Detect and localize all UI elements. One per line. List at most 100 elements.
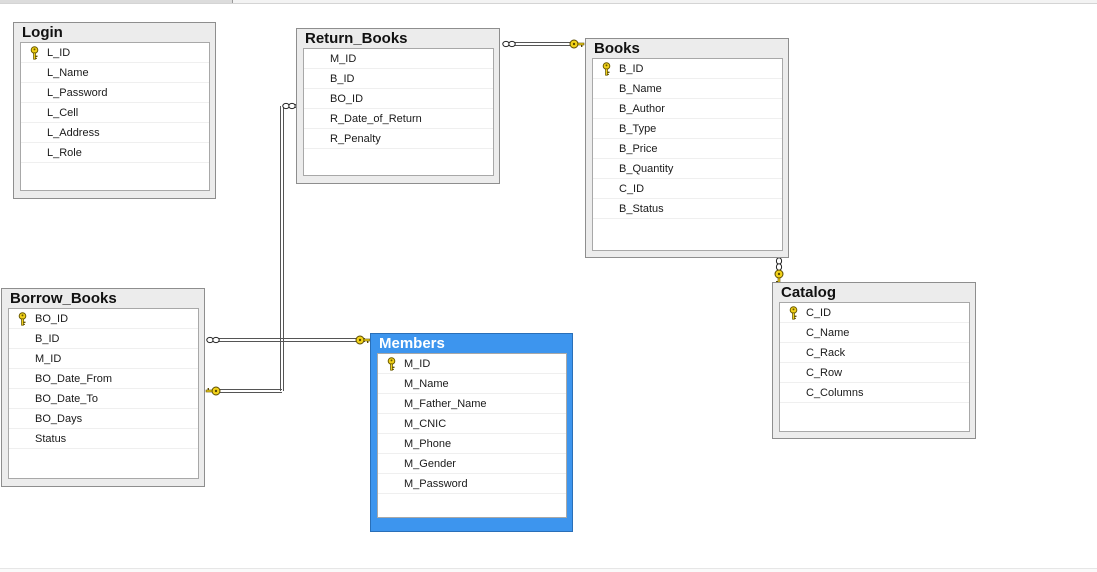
column-row[interactable]: C_ID <box>780 303 969 323</box>
column-row[interactable]: L_Password <box>21 83 209 103</box>
column-row[interactable]: M_CNIC <box>378 414 566 434</box>
column-name: B_Status <box>619 203 664 215</box>
column-row[interactable]: R_Penalty <box>304 129 493 149</box>
column-name: B_ID <box>330 73 355 85</box>
column-name: BO_Date_From <box>35 373 113 385</box>
table-title: Catalog <box>781 284 837 301</box>
column-name: BO_ID <box>330 93 364 105</box>
column-name: C_Row <box>806 367 843 379</box>
column-name: M_Father_Name <box>404 398 487 410</box>
column-row[interactable]: C_Rack <box>780 343 969 363</box>
column-name: M_Password <box>404 478 468 490</box>
primary-key-icon <box>387 357 396 371</box>
column-row[interactable]: L_Name <box>21 63 209 83</box>
column-row[interactable]: BO_Date_From <box>9 369 198 389</box>
column-row[interactable]: B_ID <box>9 329 198 349</box>
window-bottom-strip <box>0 568 1097 572</box>
column-row[interactable]: BO_Date_To <box>9 389 198 409</box>
column-row[interactable]: B_Quantity <box>593 159 782 179</box>
column-name: C_Rack <box>806 347 846 359</box>
column-row[interactable]: M_Father_Name <box>378 394 566 414</box>
column-row[interactable]: C_Row <box>780 363 969 383</box>
column-row[interactable]: BO_ID <box>9 309 198 329</box>
column-name: L_Address <box>47 127 100 139</box>
column-row[interactable]: L_Cell <box>21 103 209 123</box>
column-name: M_ID <box>404 358 431 370</box>
column-row[interactable]: M_Phone <box>378 434 566 454</box>
column-row[interactable]: L_ID <box>21 43 209 63</box>
column-row[interactable]: B_ID <box>593 59 782 79</box>
table-return-books[interactable]: Return_Books M_ID B_ID BO_ID R_Date_of_Retu… <box>296 28 500 184</box>
column-name: BO_ID <box>35 313 69 325</box>
column-row[interactable]: BO_ID <box>304 89 493 109</box>
column-name: B_Author <box>619 103 665 115</box>
column-name: M_ID <box>330 53 357 65</box>
column-row[interactable]: BO_Days <box>9 409 198 429</box>
column-name: C_ID <box>619 183 645 195</box>
column-name: L_Cell <box>47 107 79 119</box>
primary-key-icon <box>602 62 611 76</box>
primary-key-icon <box>30 46 39 60</box>
column-row[interactable]: B_ID <box>304 69 493 89</box>
column-name: BO_Date_To <box>35 393 98 405</box>
column-row[interactable]: R_Date_of_Return <box>304 109 493 129</box>
table-title: Login <box>22 24 63 41</box>
column-row[interactable]: B_Status <box>593 199 782 219</box>
column-row[interactable]: C_ID <box>593 179 782 199</box>
column-row[interactable]: C_Name <box>780 323 969 343</box>
column-name: C_Columns <box>806 387 864 399</box>
column-name: M_Name <box>404 378 449 390</box>
table-title: Members <box>379 335 445 352</box>
column-row[interactable]: B_Price <box>593 139 782 159</box>
one-end-key-icon <box>205 386 221 396</box>
column-row[interactable]: Status <box>9 429 198 449</box>
diagram-tab[interactable] <box>0 0 233 3</box>
column-name: B_Name <box>619 83 662 95</box>
column-name: B_Quantity <box>619 163 674 175</box>
table-title: Return_Books <box>305 30 408 47</box>
column-name: M_Gender <box>404 458 456 470</box>
column-name: BO_Days <box>35 413 83 425</box>
one-end-key-icon <box>355 335 371 345</box>
column-row[interactable]: M_ID <box>304 49 493 69</box>
column-name: C_ID <box>806 307 832 319</box>
column-name: L_ID <box>47 47 71 59</box>
column-row[interactable]: L_Role <box>21 143 209 163</box>
column-row[interactable]: B_Author <box>593 99 782 119</box>
column-row[interactable]: M_Password <box>378 474 566 494</box>
column-name: L_Password <box>47 87 108 99</box>
column-name: B_Price <box>619 143 658 155</box>
primary-key-icon <box>18 312 27 326</box>
table-title: Borrow_Books <box>10 290 117 307</box>
column-row[interactable]: M_Name <box>378 374 566 394</box>
column-row[interactable]: B_Name <box>593 79 782 99</box>
column-name: R_Penalty <box>330 133 381 145</box>
column-name: L_Name <box>47 67 89 79</box>
column-name: R_Date_of_Return <box>330 113 422 125</box>
column-name: Status <box>35 433 67 445</box>
column-row[interactable]: L_Address <box>21 123 209 143</box>
column-name: M_Phone <box>404 438 452 450</box>
primary-key-icon <box>789 306 798 320</box>
column-row[interactable]: C_Columns <box>780 383 969 403</box>
column-row[interactable]: B_Type <box>593 119 782 139</box>
many-end-icon <box>775 257 783 271</box>
many-end-icon <box>206 336 220 344</box>
window-top-strip <box>0 0 1097 4</box>
column-row[interactable]: M_ID <box>9 349 198 369</box>
column-row[interactable]: M_Gender <box>378 454 566 474</box>
one-end-key-icon <box>569 39 585 49</box>
column-name: M_ID <box>35 353 62 365</box>
column-row[interactable]: M_ID <box>378 354 566 374</box>
